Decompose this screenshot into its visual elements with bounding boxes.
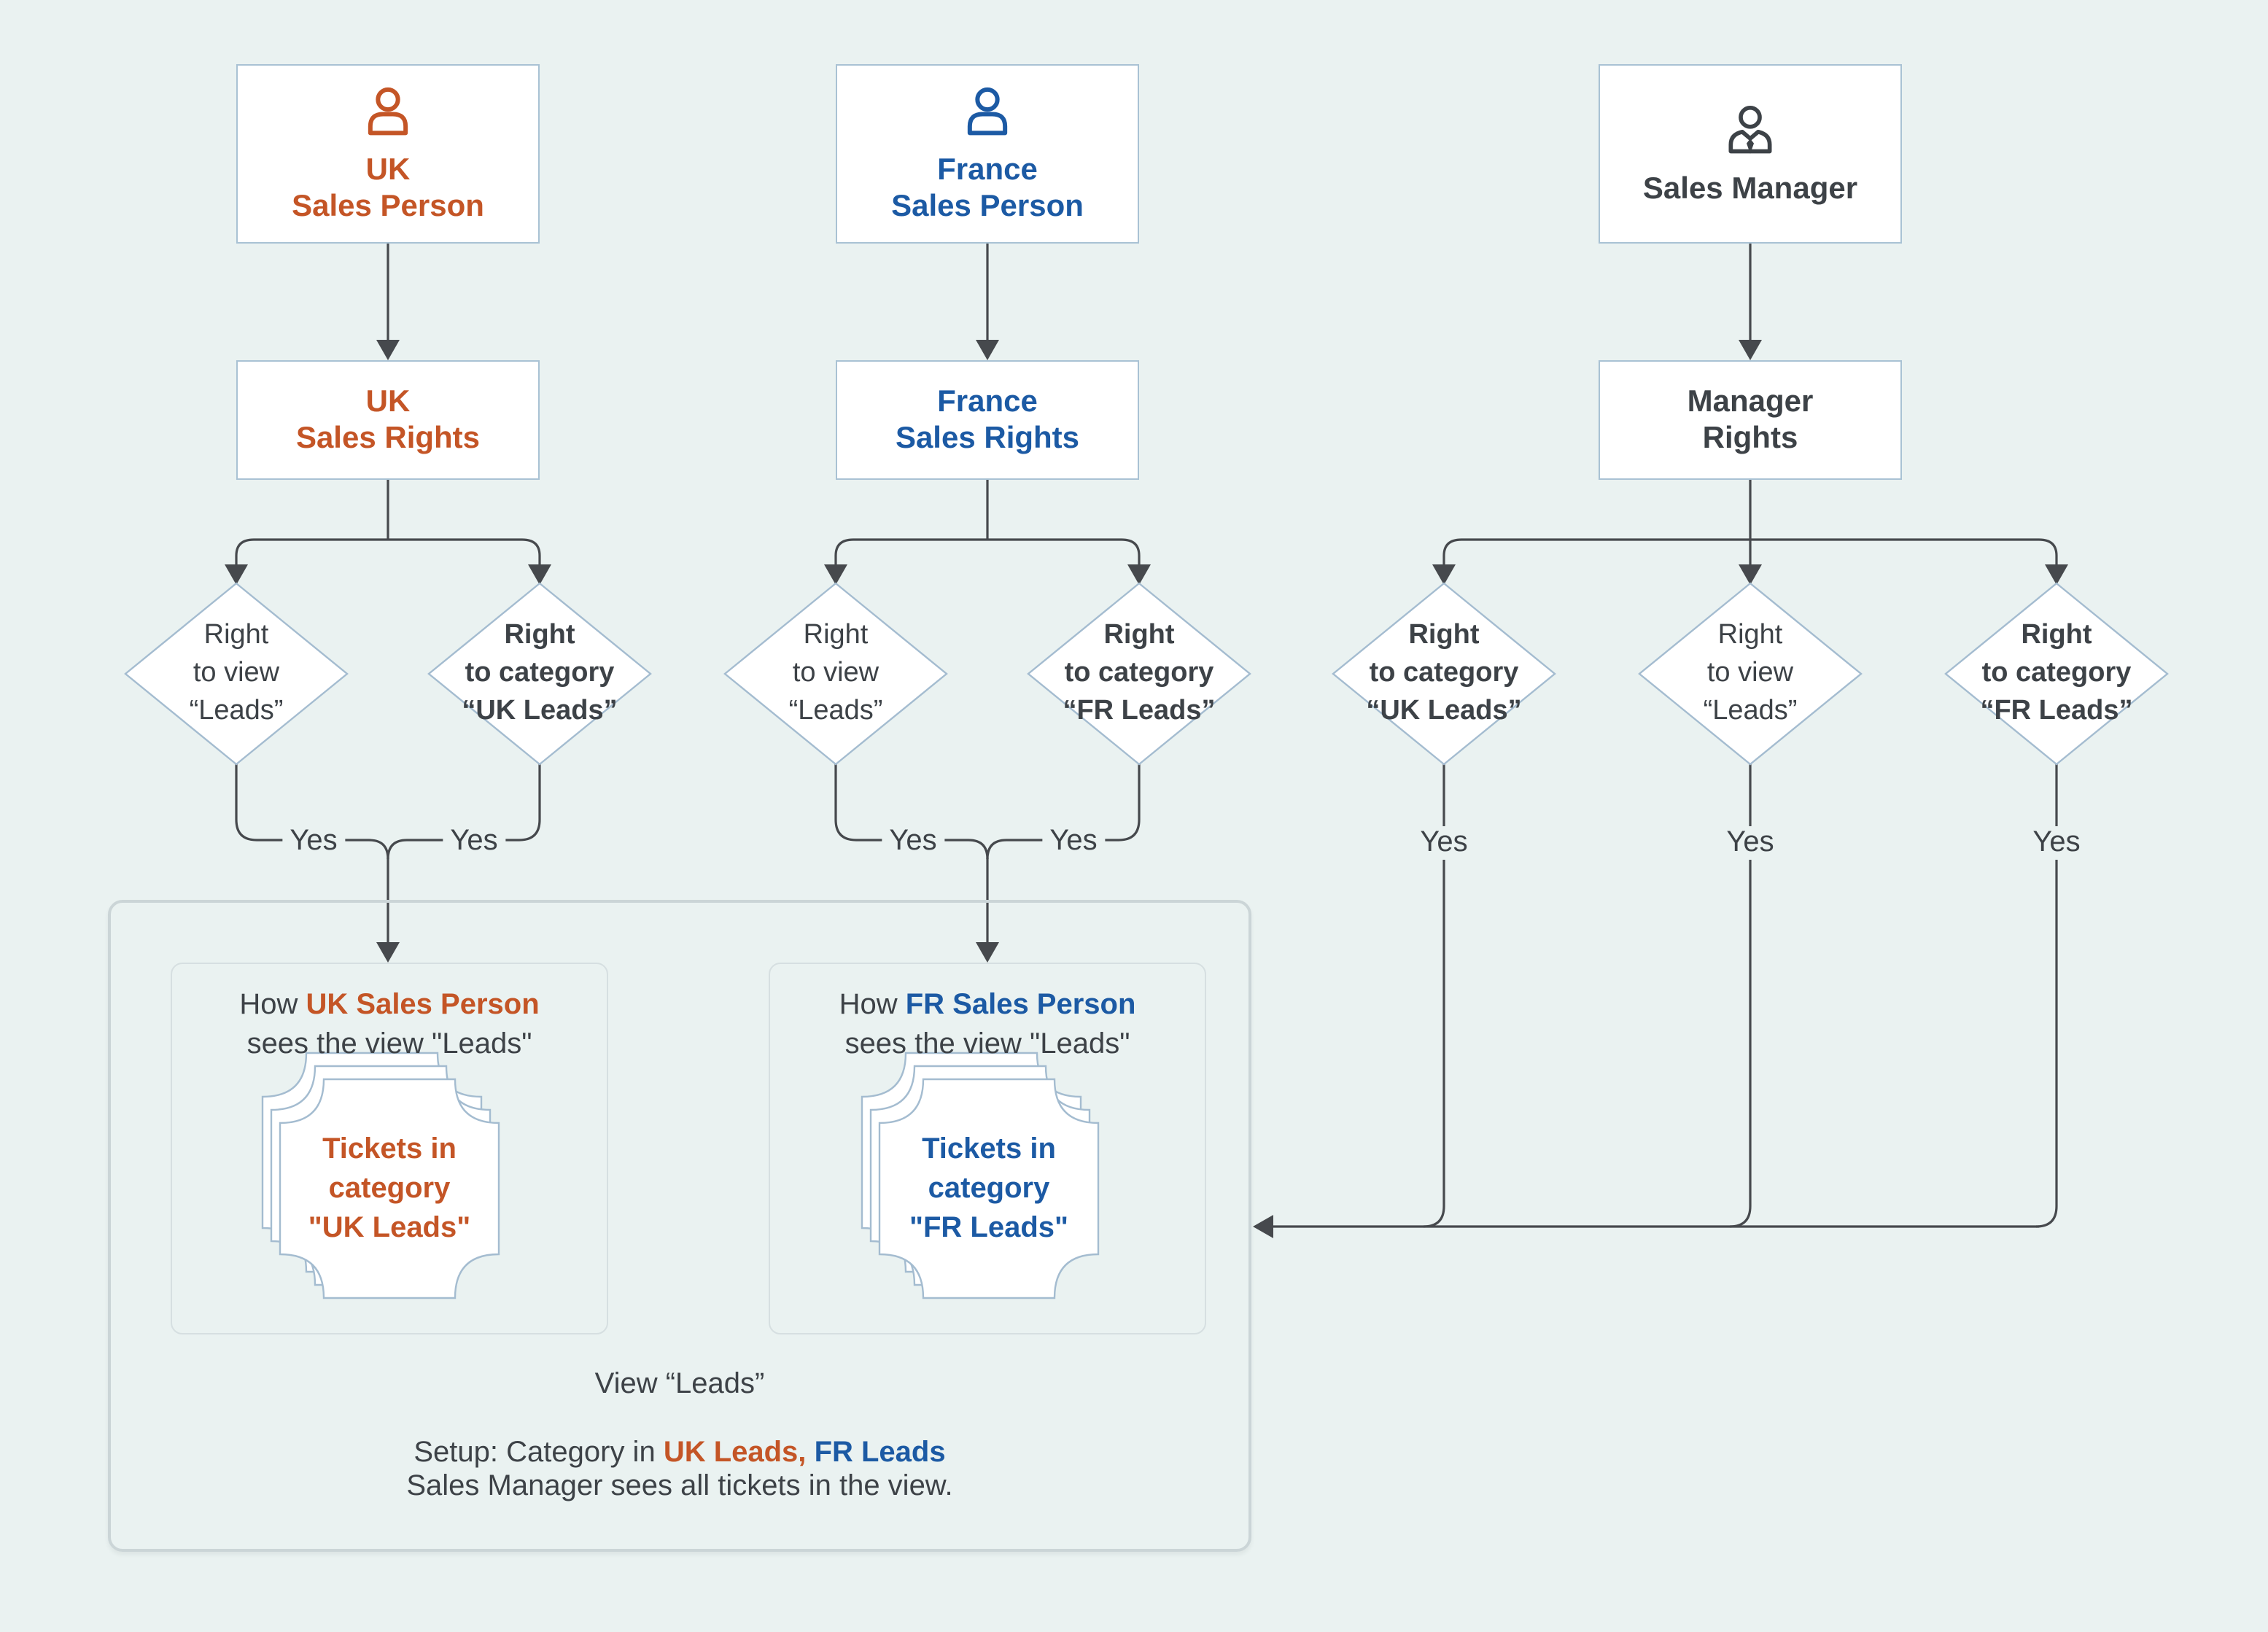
setup-line: Setup: Category in UK Leads, FR Leads bbox=[413, 1437, 946, 1469]
yes-label: Yes bbox=[443, 825, 505, 858]
node-label: UK Sales Rights bbox=[295, 385, 481, 455]
yes-label: Yes bbox=[1719, 826, 1782, 860]
setup-note: Sales Manager sees all tickets in the vi… bbox=[406, 1470, 953, 1502]
node-label: Manager Rights bbox=[1687, 385, 1814, 455]
manager-rights-node: Manager Rights bbox=[1599, 360, 1902, 480]
node-label: France Sales Person bbox=[891, 153, 1084, 223]
uk-view-result-box bbox=[171, 963, 608, 1334]
sales-manager-node: Sales Manager bbox=[1599, 64, 1902, 244]
node-label: UK Sales Person bbox=[292, 153, 484, 223]
fr-view-result-box bbox=[769, 963, 1206, 1334]
yes-label: Yes bbox=[1413, 826, 1475, 860]
fr-view-result-title: How FR Sales Person sees the view "Leads… bbox=[839, 989, 1136, 1060]
uk-sales-rights-node: UK Sales Rights bbox=[236, 360, 540, 480]
arrowheads bbox=[225, 340, 2068, 1238]
uk-tickets-icon bbox=[261, 1052, 500, 1299]
view-title: View “Leads” bbox=[594, 1368, 765, 1400]
yes-label: Yes bbox=[282, 825, 345, 858]
yes-label: Yes bbox=[1042, 825, 1105, 858]
fr-tickets-icon bbox=[861, 1052, 1100, 1299]
france-sales-person-node: France Sales Person bbox=[836, 64, 1139, 244]
uk-sales-person-node: UK Sales Person bbox=[236, 64, 540, 244]
uk-view-result-title: How UK Sales Person sees the view "Leads… bbox=[239, 989, 540, 1060]
node-label: Sales Manager bbox=[1642, 171, 1858, 205]
france-sales-rights-node: France Sales Rights bbox=[836, 360, 1139, 480]
view-leads-container bbox=[108, 900, 1251, 1552]
decision-diamonds bbox=[124, 582, 2169, 766]
person-icon bbox=[368, 87, 408, 136]
connector-lines bbox=[235, 244, 2058, 1228]
yes-label: Yes bbox=[882, 825, 944, 858]
person-icon bbox=[967, 87, 1008, 136]
yes-label: Yes bbox=[2025, 826, 2088, 860]
node-label: France Sales Rights bbox=[895, 385, 1080, 455]
manager-person-icon bbox=[1728, 104, 1772, 153]
